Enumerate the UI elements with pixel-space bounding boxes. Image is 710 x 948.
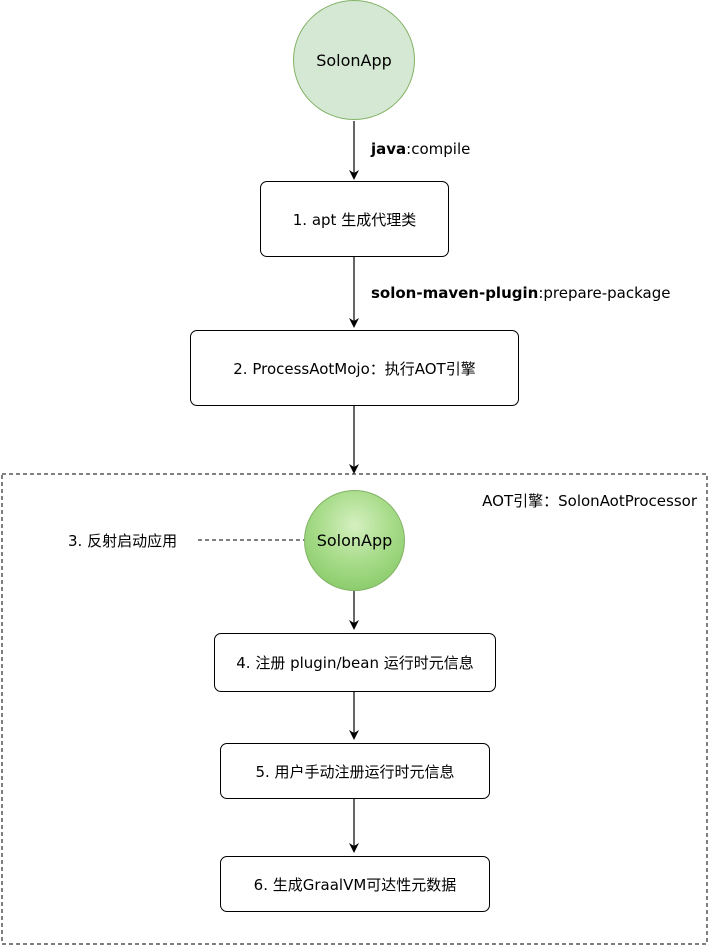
start-node-solonapp: SolonApp <box>293 0 415 120</box>
aot-engine-container <box>1 473 708 945</box>
step6-box: 6. 生成GraalVM可达性元数据 <box>220 856 490 912</box>
step1-label: 1. apt 生成代理类 <box>292 210 417 229</box>
step5-label: 5. 用户手动注册运行时元信息 <box>255 762 455 781</box>
step5-box: 5. 用户手动注册运行时元信息 <box>220 743 490 799</box>
step4-box: 4. 注册 plugin/bean 运行时元信息 <box>214 633 496 692</box>
step4-label: 4. 注册 plugin/bean 运行时元信息 <box>236 654 474 672</box>
edge-label-compile: java:compile <box>371 140 470 158</box>
reflect-node-solonapp: SolonApp <box>304 490 405 591</box>
edge-label-prepare-package: solon-maven-plugin:prepare-package <box>371 284 670 302</box>
container-label: AOT引擎：SolonAotProcessor <box>482 492 697 510</box>
step1-box: 1. apt 生成代理类 <box>260 181 449 257</box>
edge-label-package-rest: :prepare-package <box>538 284 671 302</box>
step3-label: 3. 反射启动应用 <box>68 532 178 550</box>
reflect-node-label: SolonApp <box>316 531 393 550</box>
edge-label-compile-rest: :compile <box>406 140 471 158</box>
edge-label-compile-bold: java <box>371 140 407 158</box>
start-node-label: SolonApp <box>316 50 392 70</box>
step6-label: 6. 生成GraalVM可达性元数据 <box>253 875 457 894</box>
edge-label-package-bold: solon-maven-plugin <box>371 284 539 302</box>
step2-box: 2. ProcessAotMojo：执行AOT引擎 <box>190 330 519 406</box>
step2-label: 2. ProcessAotMojo：执行AOT引擎 <box>233 359 476 378</box>
